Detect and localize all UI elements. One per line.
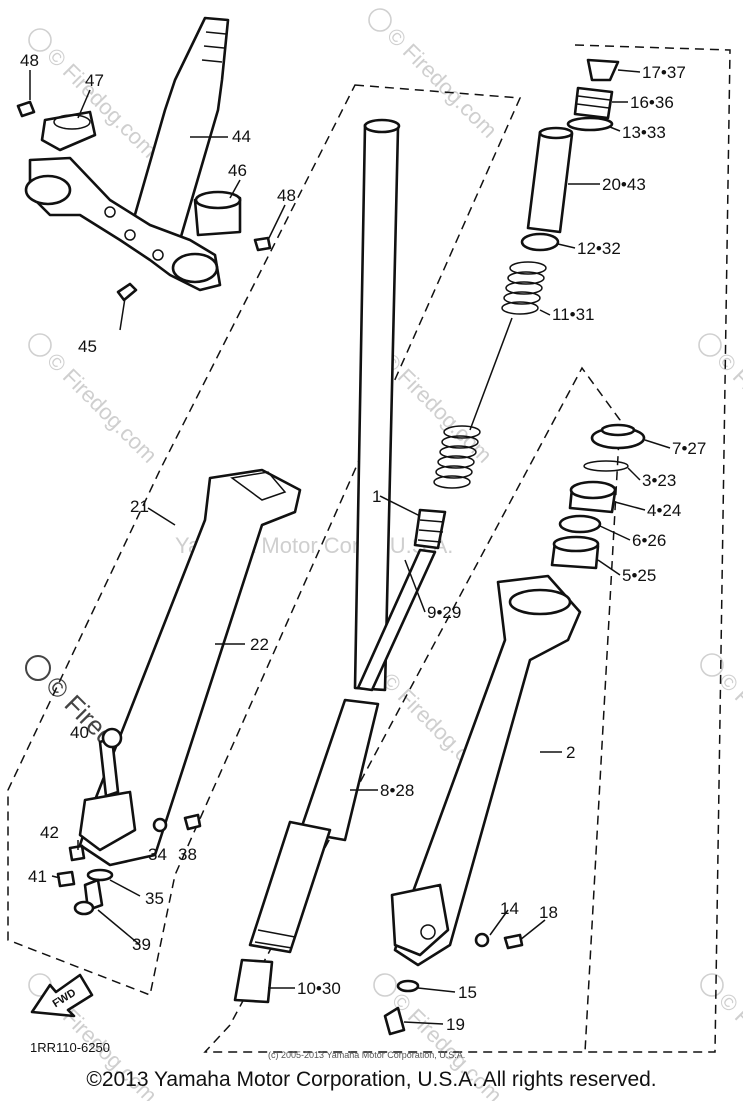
bolt-48-lower [253,236,272,252]
washer-12 [520,232,560,252]
small-credit: (c) 2005-2013 Yamaha Motor Corporation, … [268,1050,465,1060]
outer-tube-22 [78,468,302,867]
callout-21: 21 [130,497,149,516]
steering-stem-assembly [16,16,272,302]
callout-40: 40 [70,723,89,742]
callout-39: 39 [132,935,151,954]
callout-11-31: 11•31 [552,305,595,324]
cap-17 [586,58,620,82]
callout-47: 47 [85,71,104,90]
callout-34: 34 [148,845,167,864]
callout-15: 15 [458,983,477,1002]
washer-14 [474,932,490,948]
callout-10-30: 10•30 [297,979,341,998]
washer-6 [558,514,602,534]
seal-stack [550,423,646,570]
bracket-clamp-left [24,174,72,206]
leader-lines [29,69,671,1025]
circlip-3 [583,460,629,472]
bolt-48-upper [16,100,36,118]
right-fork-boundary [203,44,731,1053]
callout-13-33: 13•33 [622,123,666,142]
slide-bushing-8 [248,820,332,954]
group-boundaries [7,44,731,1053]
callout-48: 48 [277,186,296,205]
watermark-firedog: © Firedog.com [42,348,162,468]
washer-35 [86,868,114,882]
callout-46: 46 [228,161,247,180]
callout-42: 42 [40,823,59,842]
bolt-16 [573,86,614,120]
callout-1: 1 [372,487,381,506]
axle-holder-left [78,790,137,852]
spring-11 [433,261,547,489]
watermark-firedog: © Firedog.com [382,23,502,143]
washer-40 [101,727,123,749]
callout-16-36: 16•36 [630,93,674,112]
left-outer-tube [56,468,302,916]
callout-41: 41 [28,867,47,886]
callout-45: 45 [78,337,97,356]
left-fork-boundary [7,84,522,997]
fwd-arrow: FWD [30,973,94,1018]
under-bracket [28,156,222,292]
callout-18: 18 [539,903,558,922]
right-outer-tube [383,574,582,1036]
bearing-race-47 [40,110,97,152]
callout-17-37: 17•37 [642,63,686,82]
nut-42 [68,844,86,862]
callout-19: 19 [446,1015,465,1034]
callout-12-32: 12•32 [577,239,621,258]
callout-5-25: 5•25 [622,566,656,585]
bracket-clamp-right [171,252,219,284]
callout-3-23: 3•23 [642,471,676,490]
fwd-arrow-icon [30,973,94,1018]
washer-34 [152,817,168,833]
axle-holder-right [390,883,450,957]
callout-8-28: 8•28 [380,781,414,800]
callout-2: 2 [566,743,575,762]
callout-35: 35 [145,889,164,908]
spacer-20 [526,130,574,234]
callout-38: 38 [178,845,197,864]
bolt-45 [116,282,138,302]
damper-rod-shaft [356,548,437,692]
callout-44: 44 [232,127,251,146]
washer-15 [396,979,420,993]
seal-10 [233,958,274,1004]
callout-6-26: 6•26 [632,531,666,550]
callout-22: 22 [250,635,269,654]
watermark-firedog: © Firedog.com [712,348,743,468]
watermark-firedog: © Firedog.com [714,668,743,788]
bolt-38 [183,813,202,831]
oring-13 [566,116,614,132]
inner-tube-9 [353,123,400,692]
callout-14: 14 [500,899,519,918]
nut-41 [56,870,76,888]
spring-stack [356,58,620,692]
callout-7-27: 7•27 [672,439,706,458]
inner-tube-assembly [233,118,401,1004]
callout-4-24: 4•24 [647,501,681,520]
bolt-18 [503,933,524,950]
bolt-19 [383,1006,406,1036]
callouts: 48 47 44 46 48 45 21 22 40 42 34 38 41 3… [20,51,706,1034]
copyright-footer: ©2013 Yamaha Motor Corporation, U.S.A. A… [86,1068,657,1091]
damper-rod-8 [298,698,380,842]
callout-48: 48 [20,51,39,70]
diagram-code: 1RR110-6250 [30,1040,110,1055]
callout-20-43: 20•43 [602,175,646,194]
callout-9-29: 9•29 [427,603,461,622]
